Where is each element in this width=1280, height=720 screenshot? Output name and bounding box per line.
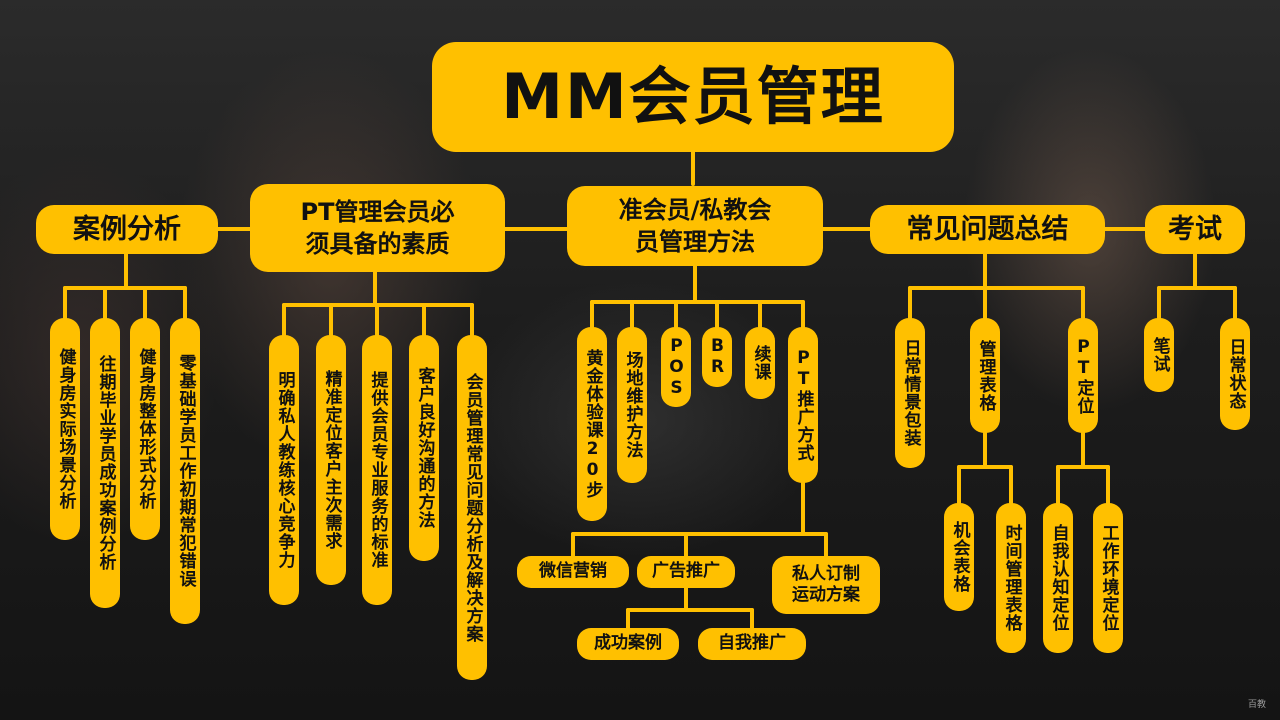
case-item-scene-analysis: 健身房实际场景分析 <box>50 318 80 540</box>
faq-item-management-tables: 管理表格 <box>970 318 1000 433</box>
method-item-br: BR <box>702 327 732 387</box>
quality-item-client-needs: 精准定位客户主次需求 <box>316 335 346 585</box>
quality-item-core-competence: 明确私人教练核心竞争力 <box>269 335 299 605</box>
faq-table-time-management: 时间管理表格 <box>996 503 1026 653</box>
faq-position-work-environment: 工作环境定位 <box>1093 503 1123 653</box>
ads-self-promotion: 自我推广 <box>698 628 806 660</box>
branch-faq: 常见问题总结 <box>870 205 1105 254</box>
branch-case-analysis: 案例分析 <box>36 205 218 254</box>
case-item-gym-overview: 健身房整体形式分析 <box>130 318 160 540</box>
promo-wechat-marketing: 微信营销 <box>517 556 629 588</box>
method-item-pos: POS <box>661 327 691 407</box>
promo-custom-plan-line2: 运动方案 <box>792 585 860 605</box>
main-title: MM会员管理 <box>432 42 954 152</box>
faq-table-opportunity: 机会表格 <box>944 503 974 611</box>
exam-item-written: 笔试 <box>1144 318 1174 392</box>
promo-advertising: 广告推广 <box>637 556 735 588</box>
faq-item-daily-scenarios: 日常情景包装 <box>895 318 925 468</box>
ads-success-cases: 成功案例 <box>577 628 679 660</box>
method-item-pt-promotion: PT推广方式 <box>788 327 818 483</box>
promo-custom-plan: 私人订制 运动方案 <box>772 556 880 614</box>
branch-methods: 准会员/私教会 员管理方法 <box>567 186 823 266</box>
quality-item-problem-solving: 会员管理常见问题分析及解决方案 <box>457 335 487 680</box>
quality-item-communication: 客户良好沟通的方法 <box>409 335 439 561</box>
branch-pt-quality: PT管理会员必 须具备的素质 <box>250 184 505 272</box>
branch-pt-quality-line1: PT管理会员必 <box>300 197 455 226</box>
promo-custom-plan-line1: 私人订制 <box>792 563 860 584</box>
branch-methods-line2: 员管理方法 <box>635 228 755 256</box>
branch-exam: 考试 <box>1145 205 1245 254</box>
method-item-venue-maintenance: 场地维护方法 <box>617 327 647 483</box>
case-item-graduate-cases: 往期毕业学员成功案例分析 <box>90 318 120 608</box>
method-item-renewal: 续课 <box>745 327 775 399</box>
branch-pt-quality-line2: 须具备的素质 <box>305 230 450 258</box>
exam-item-daily-status: 日常状态 <box>1220 318 1250 430</box>
method-item-trial-class: 黄金体验课20步 <box>577 327 607 521</box>
watermark: 百教 <box>1247 700 1266 710</box>
case-item-common-mistakes: 零基础学员工作初期常犯错误 <box>170 318 200 624</box>
branch-methods-line1: 准会员/私教会 <box>618 195 772 224</box>
faq-position-self-awareness: 自我认知定位 <box>1043 503 1073 653</box>
faq-item-pt-positioning: PT定位 <box>1068 318 1098 433</box>
quality-item-service-standard: 提供会员专业服务的标准 <box>362 335 392 605</box>
